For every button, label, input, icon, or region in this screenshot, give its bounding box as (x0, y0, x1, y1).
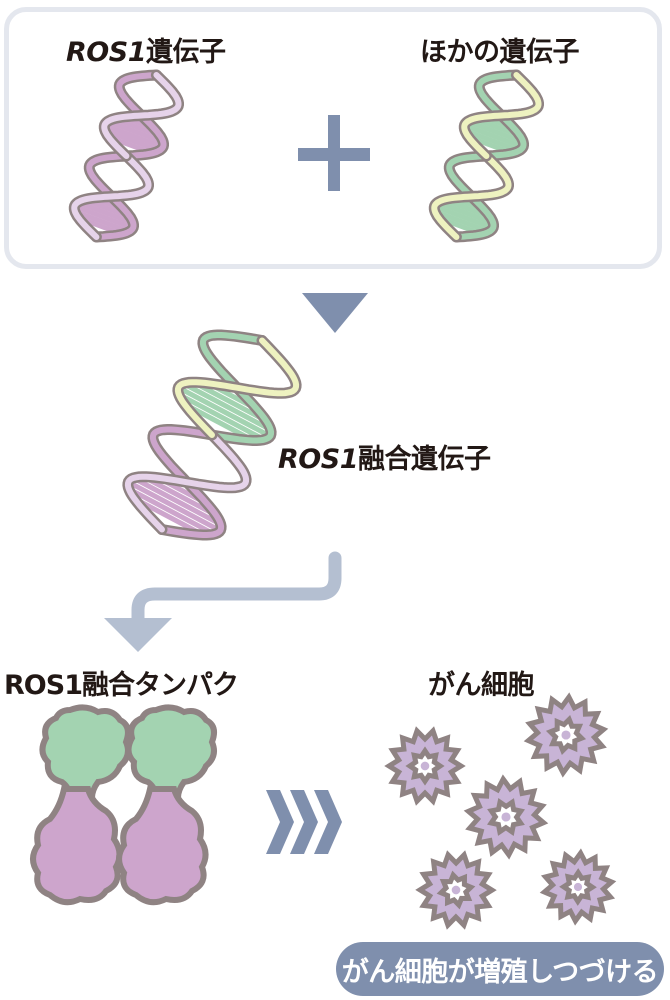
dna-base-pair (76, 200, 135, 226)
dna-base-pair (103, 122, 164, 150)
dna-strand (431, 153, 512, 240)
dna-base-pair (106, 119, 165, 145)
dna-strand (71, 153, 152, 240)
dna-helix (122, 329, 302, 541)
dna-helix (68, 69, 184, 243)
cancer-cell (523, 692, 609, 778)
dna-base-pair (464, 128, 521, 154)
dna-strand (461, 72, 542, 159)
dna-base-pair (434, 209, 491, 235)
cancer-cell (384, 726, 466, 806)
cancer-cell (415, 850, 497, 930)
protein-head (39, 704, 131, 801)
protein-body (116, 786, 209, 906)
ros1-dna-icon (68, 69, 184, 243)
dna-base-pair (436, 200, 495, 226)
dna-base-pair (463, 122, 524, 150)
other-gene-label: ほかの遺伝子 (420, 37, 580, 68)
dna-base-pair (177, 385, 272, 439)
chevron-arrows-icon (266, 790, 342, 854)
result-badge: がん細胞が増殖しつづける (336, 942, 664, 996)
cancer-cells-label: がん細胞 (428, 670, 535, 701)
fusion-dna-icon (122, 329, 302, 541)
down-arrow-icon (302, 293, 368, 333)
fusion-protein-icon (30, 704, 217, 906)
plus-icon (298, 115, 370, 191)
dna-base-pair (74, 209, 131, 235)
cancer-cell-core (501, 812, 511, 822)
cancer-cell-core (451, 885, 461, 895)
dna-base-pair (104, 128, 161, 154)
dna-strand (124, 432, 250, 533)
dna-base-pair (73, 203, 134, 231)
bent-arrow-icon (104, 551, 342, 652)
protein-monomer-left (30, 704, 131, 906)
cancer-cell (539, 848, 617, 926)
other-dna-icon (428, 69, 544, 243)
protein-monomer-right (116, 704, 217, 906)
dna-base-pair (132, 475, 222, 527)
cancer-cell (463, 774, 549, 860)
cancer-cell-core (573, 882, 583, 892)
fusion-protein-label: ROS1融合タンパク (4, 670, 239, 701)
ros1-gene-label: ROS1遺伝子 (66, 30, 226, 69)
dna-base-pair (127, 486, 216, 537)
cancer-cell-core (561, 730, 571, 740)
dna-strand (101, 72, 182, 159)
dna-base-pair (192, 380, 268, 423)
fusion-gene-label: ROS1融合遺伝子 (278, 437, 491, 476)
dna-base-pair (177, 392, 266, 442)
dna-strand (174, 337, 300, 438)
ros1-italic: ROS1 (66, 37, 146, 68)
dna-base-pair (466, 119, 525, 145)
dna-helix (428, 69, 544, 243)
dna-base-pair (142, 474, 218, 518)
cancer-cells-group (384, 692, 617, 930)
cancer-cell-core (420, 761, 430, 771)
protein-body (30, 786, 123, 906)
gene-suffix: 遺伝子 (145, 37, 226, 68)
protein-head (125, 704, 217, 801)
ros1-italic: ROS1 (278, 444, 358, 475)
dna-base-pair (127, 479, 222, 533)
dna-base-pair (182, 381, 272, 432)
fusion-gene-suffix: 融合遺伝子 (357, 444, 491, 475)
dna-base-pair (433, 203, 494, 231)
